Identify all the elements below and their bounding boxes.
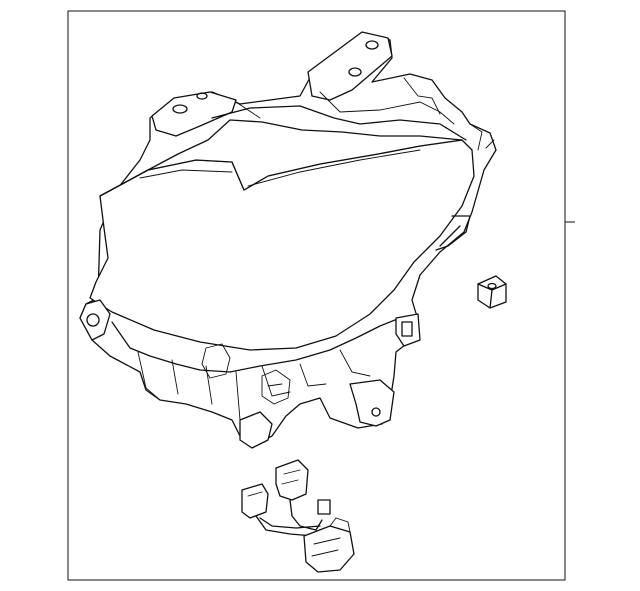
lens-bezel-detail xyxy=(139,149,421,187)
adjuster-block xyxy=(349,379,395,427)
bulb-socket-stem xyxy=(239,411,273,449)
harness-connector-left xyxy=(241,483,269,519)
mount-hole-left-b xyxy=(196,92,208,100)
socket-ring-2 xyxy=(201,343,231,379)
mount-hole-top-a xyxy=(365,40,379,50)
upper-ridge-2 xyxy=(235,91,455,125)
mount-tab-left xyxy=(151,91,237,137)
lens-top-bezel xyxy=(99,119,463,197)
harness-connector-main-detail xyxy=(311,517,351,557)
harness-connector-upper xyxy=(275,459,309,501)
mount-hole-top-b xyxy=(348,67,362,77)
harness-wire-a xyxy=(289,499,323,531)
harness-connector-main xyxy=(303,525,355,573)
clip-nut-hole xyxy=(487,282,497,290)
mount-hole-left-a xyxy=(172,104,188,114)
lower-body-lines xyxy=(111,317,401,373)
harness-plug-small xyxy=(317,499,331,515)
adjuster-screw xyxy=(371,407,381,417)
clip-nut xyxy=(477,275,507,309)
harness-wire-c xyxy=(259,517,321,529)
harness-connector-upper-detail xyxy=(281,469,301,485)
wiring-harness xyxy=(241,459,355,573)
lower-bracket-slot xyxy=(401,321,413,337)
harness-connector-left-detail xyxy=(247,491,263,497)
upper-ridge xyxy=(211,105,467,141)
clip-nut-face xyxy=(477,283,507,309)
socket-ring xyxy=(261,369,291,405)
lower-hole-left xyxy=(86,313,100,327)
diagram-frame xyxy=(67,10,566,581)
lower-body-lines-2 xyxy=(137,349,371,421)
side-fin-right xyxy=(435,215,471,251)
headlamp-assembly xyxy=(79,31,497,449)
bracket-upper-right xyxy=(403,77,495,151)
lower-bracket-left xyxy=(79,299,111,341)
